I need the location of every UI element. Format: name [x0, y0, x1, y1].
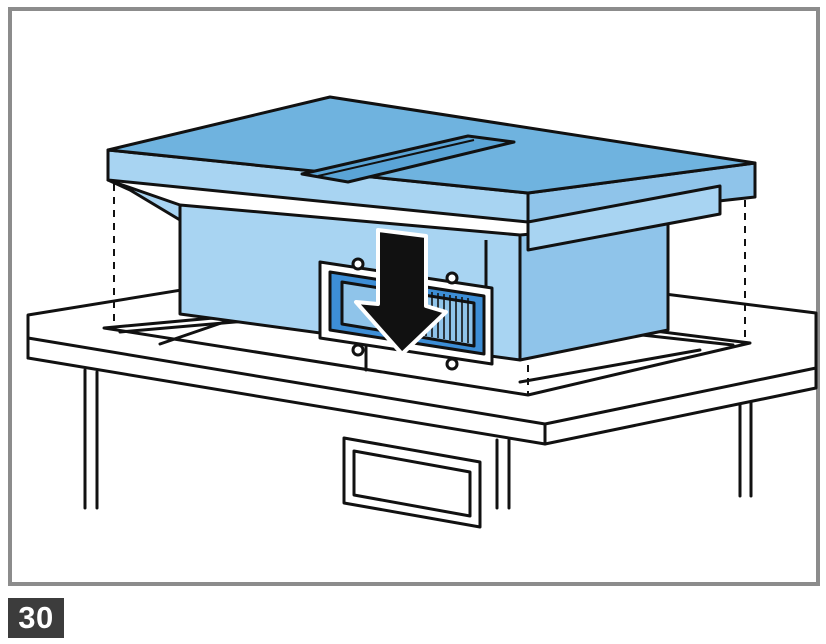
step-number-badge: 30 — [8, 598, 64, 638]
cabinet-air-opening — [342, 436, 482, 529]
cabinet-below — [83, 368, 753, 510]
down-arrow-icon — [354, 228, 448, 356]
installation-illustration — [8, 7, 820, 586]
